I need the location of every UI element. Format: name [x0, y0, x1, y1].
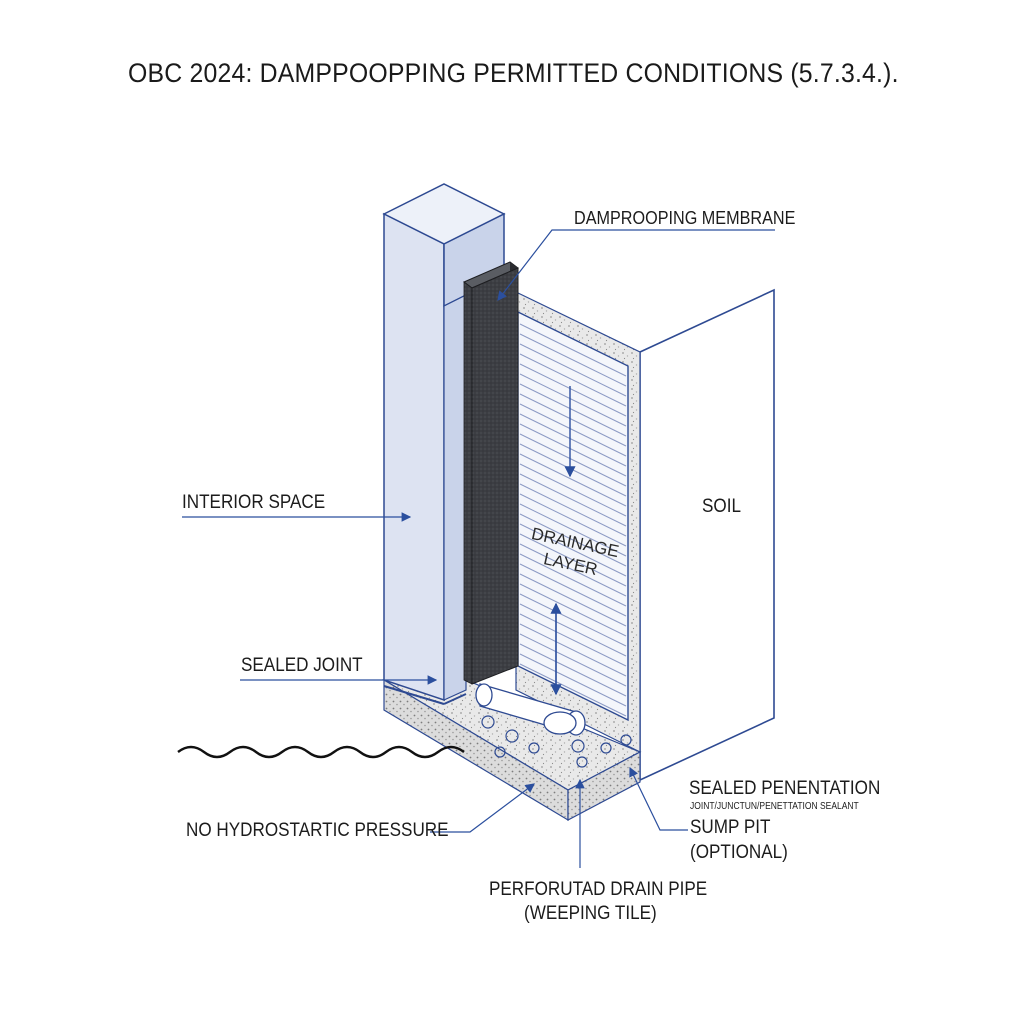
- drainage-hatch-line: [519, 483, 627, 537]
- drainage-hatch-line: [519, 463, 627, 517]
- flow-arrows: [550, 386, 576, 696]
- drainage-hatch-line: [519, 633, 627, 687]
- drainage-hatch-line: [519, 573, 627, 627]
- drainage-hatch-line: [519, 393, 627, 447]
- drainage-hatch-line: [519, 513, 627, 567]
- drainage-hatch-line: [519, 563, 627, 617]
- drainage-hatch-line: [519, 643, 627, 697]
- sealed-joint-label: SEALED JOINT: [241, 655, 363, 676]
- drainage-hatch-line: [519, 493, 627, 547]
- gravel-stones: [481, 715, 632, 768]
- weeping-tile-label: (WEEPING TILE): [524, 903, 657, 924]
- sump-pit-label: SUMP PIT: [690, 817, 771, 838]
- drainage-hatch-line: [519, 373, 627, 427]
- drainage-hatch-line: [519, 433, 627, 487]
- grade-line: [177, 745, 465, 759]
- drainage-hatch-line: [519, 353, 627, 407]
- drainage-hatch-line: [519, 413, 627, 467]
- drainage-hatch-line: [519, 533, 627, 587]
- drainage-hatch-line: [519, 583, 627, 637]
- drainage-hatch-line: [519, 603, 627, 657]
- soil-panel: [639, 288, 775, 782]
- leader-sump: [629, 766, 688, 831]
- dampproofing-membrane: [463, 261, 519, 685]
- gravel-stone: [481, 715, 495, 729]
- sump-optional-label: (OPTIONAL): [690, 842, 788, 863]
- drain-pipe-label: PERFORUTAD DRAIN PIPE: [489, 879, 708, 900]
- no-hydrostatic-pressure-label: NO HYDROSTARTIC PRESSURE: [186, 820, 449, 841]
- foundation-wall: [382, 183, 506, 702]
- drainage-hatch-line: [519, 423, 627, 477]
- drainage-hatch-line: [519, 663, 627, 717]
- membrane-label: DAMPROOPING MEMBRANE: [574, 208, 796, 228]
- leader-no-pressure: [430, 783, 535, 833]
- drainage-hatch-line: [519, 403, 627, 457]
- drainage-hatch-line: [519, 343, 627, 397]
- drainage-hatch-line: [519, 653, 627, 707]
- drainage-hatch-line: [519, 473, 627, 527]
- drainage-hatch-line: [519, 333, 627, 387]
- drainage-hatch-line: [519, 453, 627, 507]
- sealed-joint-line: [383, 685, 467, 705]
- drainage-layer: [517, 310, 629, 722]
- drainage-hatch-line: [519, 383, 627, 437]
- gravel-stone: [494, 746, 506, 758]
- drainage-hatch-line: [519, 543, 627, 597]
- gravel-stone: [600, 742, 612, 754]
- gravel-stone: [505, 729, 519, 743]
- leader-membrane: [497, 229, 775, 301]
- drainage-hatch-line: [519, 323, 627, 377]
- drainage-hatch-line: [519, 363, 627, 417]
- soil-label: SOIL: [702, 496, 741, 517]
- drainage-hatch-line: [519, 613, 627, 667]
- weeping-tile-pipe: [475, 683, 586, 736]
- drainage-hatch-line: [519, 553, 627, 607]
- drainage-hatch-line: [519, 503, 627, 557]
- drainage-hatch-line: [519, 623, 627, 677]
- gravel-stone: [571, 739, 585, 753]
- drainage-hatch-line: [519, 593, 627, 647]
- gravel-stone: [528, 742, 540, 754]
- leader-lines: [182, 229, 775, 868]
- interior-space-label: INTERIOR SPACE: [182, 492, 326, 513]
- sealant-note-label: JOINT/JUNCTUN/PENETTATION SEALANT: [690, 801, 859, 812]
- sealed-penetration-label: SEALED PENENTATION: [689, 778, 881, 799]
- gravel-stone: [620, 734, 632, 746]
- page-title: OBC 2024: DAMPPOOPPING PERMITTED CONDITI…: [128, 58, 899, 88]
- footing-slab: [381, 678, 642, 822]
- drainage-hatch-line: [519, 523, 627, 577]
- gravel-stone: [576, 756, 588, 768]
